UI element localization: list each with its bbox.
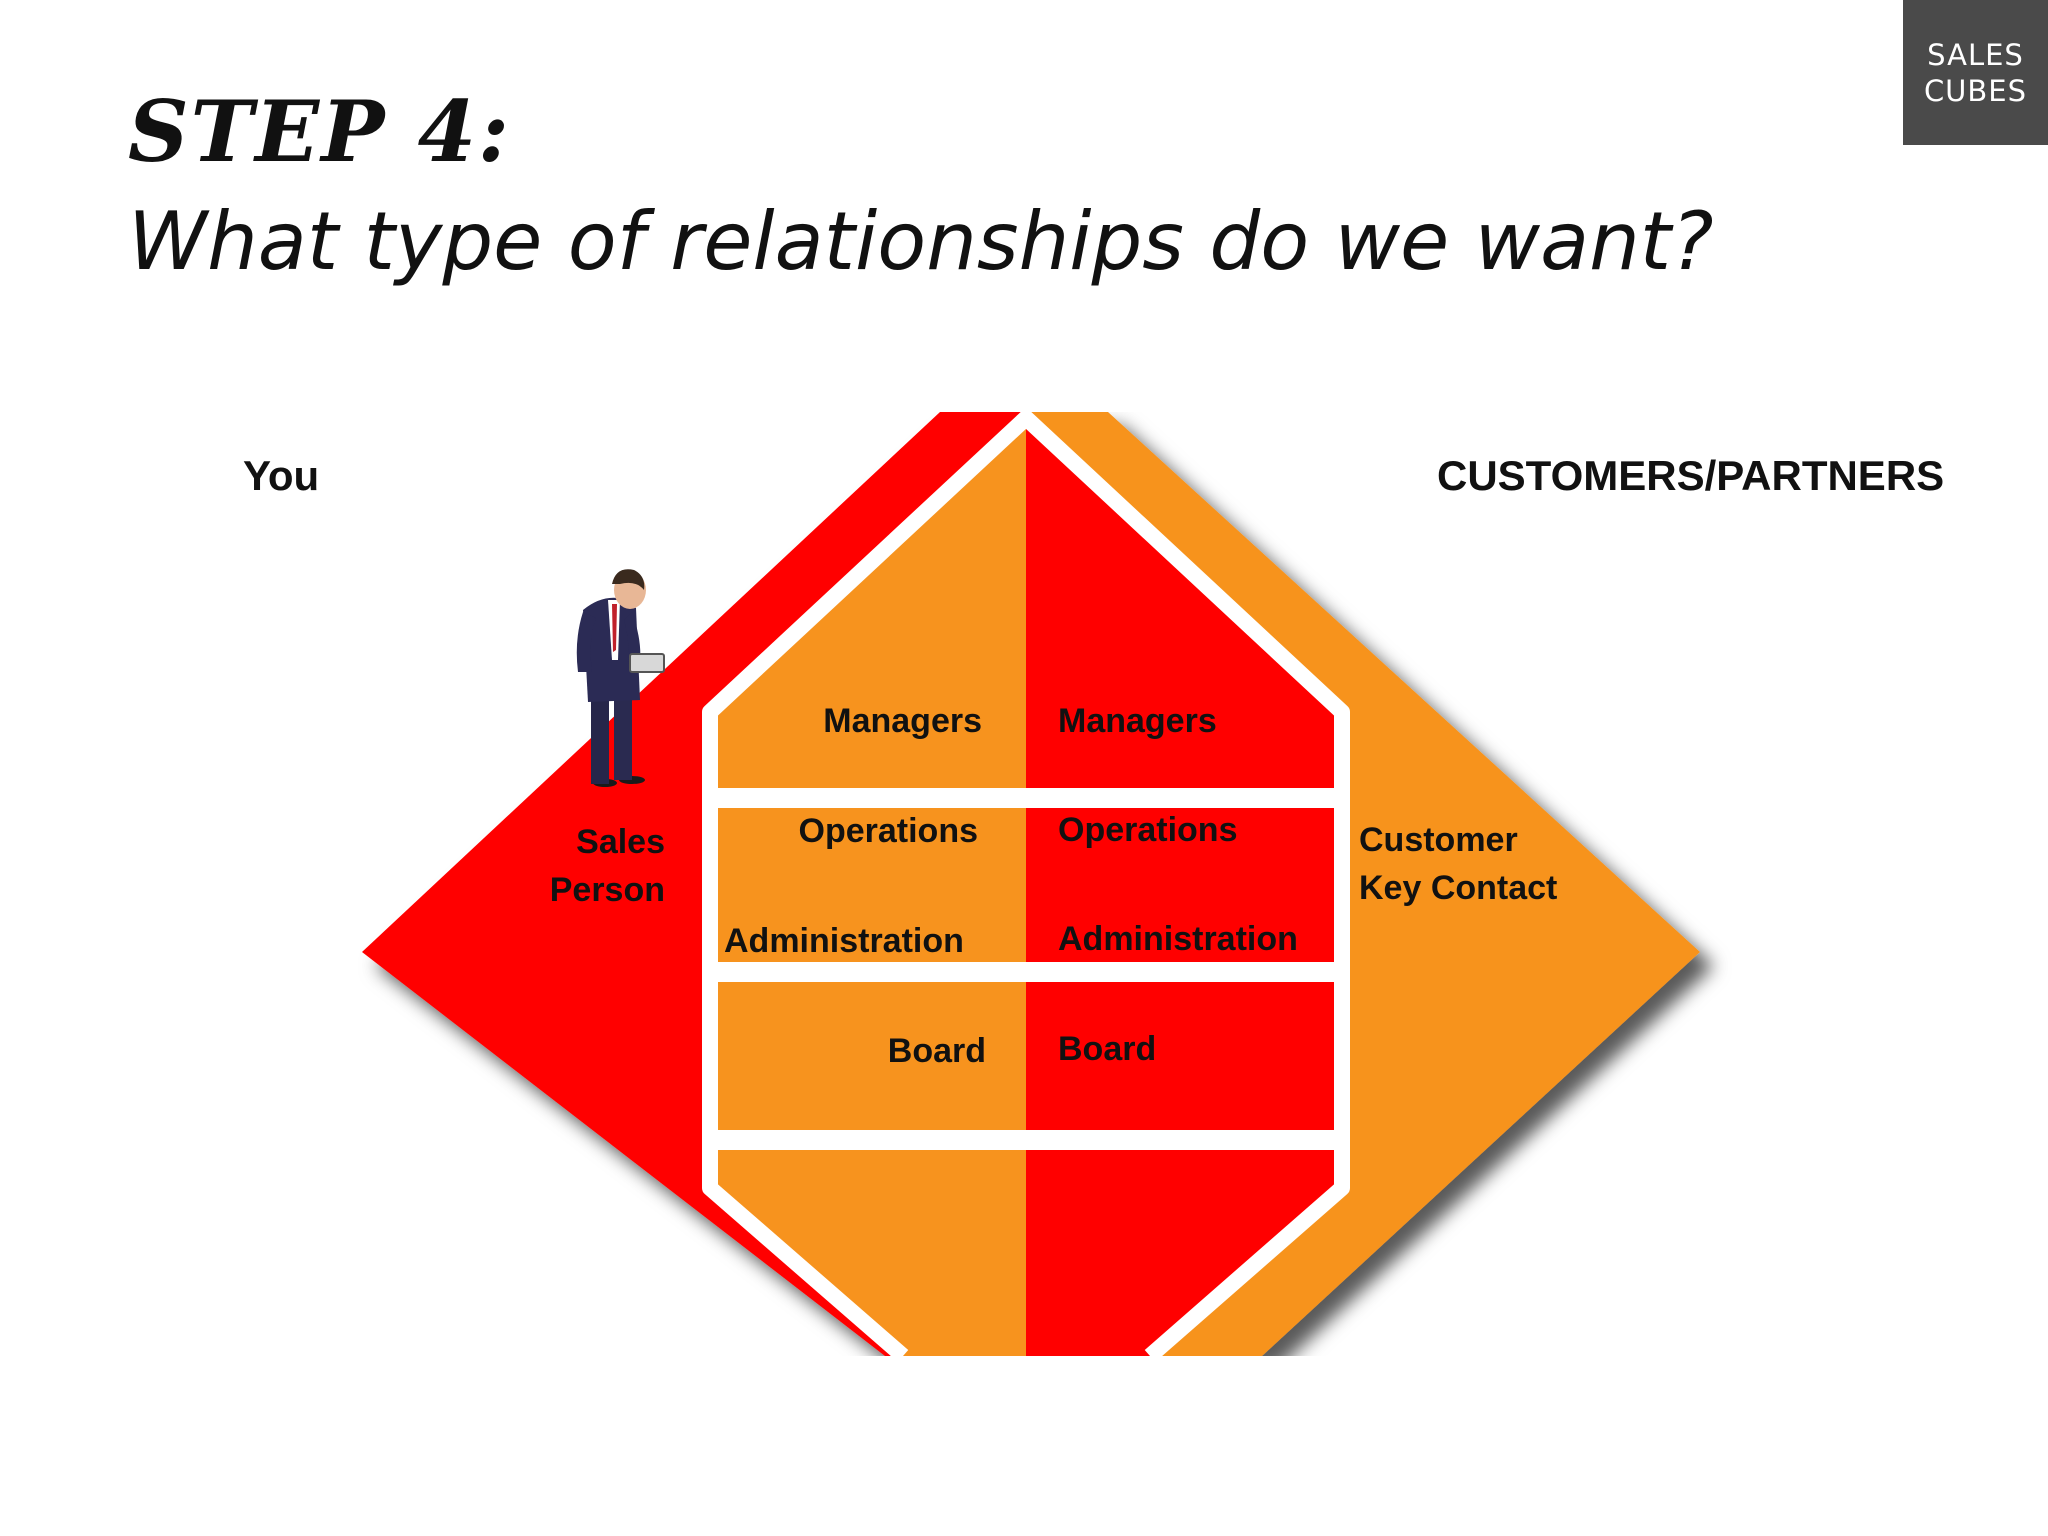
you-heading: You — [243, 452, 320, 499]
sales-person-label-line1: Sales — [576, 823, 665, 861]
customer-key-contact-line1: Customer — [1359, 821, 1518, 859]
sales-person-label-line2: Person — [550, 871, 665, 909]
logo-line-1: SALES — [1927, 37, 2024, 72]
customer-key-contact-line2: Key Contact — [1359, 869, 1557, 907]
hexagon-outline — [702, 412, 1350, 1356]
left-administration-label: Administration — [724, 922, 964, 960]
customers-partners-heading: CUSTOMERS/PARTNERS — [1437, 452, 1945, 499]
sales-cubes-logo: SALES CUBES — [1903, 0, 2048, 145]
customer-org-hierarchy — [1026, 418, 1342, 1356]
divider-administration — [702, 962, 1350, 982]
step-title: STEP 4: — [128, 82, 512, 181]
right-board-label: Board — [1058, 1030, 1156, 1068]
right-administration-label: Administration — [1058, 920, 1298, 958]
left-board-label: Board — [888, 1032, 986, 1070]
salesperson-figure — [576, 569, 665, 787]
question-subtitle: What type of relationships do we want? — [128, 195, 1714, 288]
divider-managers — [702, 788, 1350, 808]
logo-line-2: CUBES — [1923, 73, 2028, 108]
left-managers-label: Managers — [823, 702, 982, 740]
left-operations-label: Operations — [799, 812, 978, 850]
divider-board — [702, 1130, 1350, 1150]
right-managers-label: Managers — [1058, 702, 1217, 740]
you-org-hierarchy — [710, 418, 1026, 1356]
right-operations-label: Operations — [1058, 811, 1237, 849]
